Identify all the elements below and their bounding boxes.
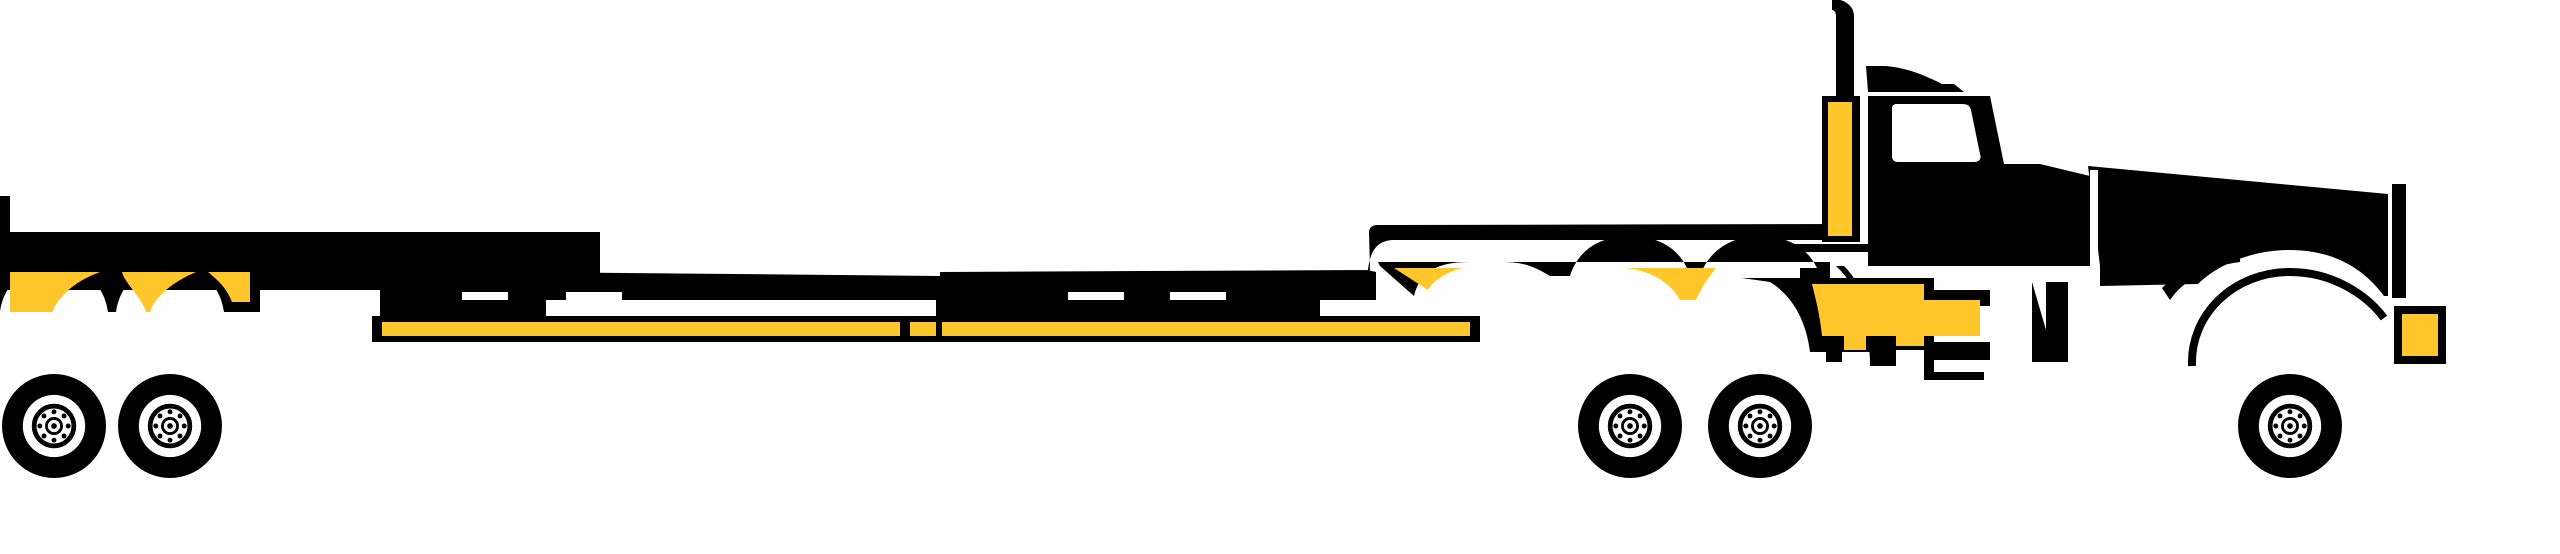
rear-gooseneck-slot-b	[566, 292, 622, 300]
front-gooseneck-slot-b	[1170, 292, 1226, 300]
rear-fender-fill-right	[208, 272, 250, 302]
trailer-well-deck	[372, 300, 1480, 342]
cab-window	[1892, 104, 1981, 162]
tractor-drive-wheel-1	[1578, 374, 1682, 478]
tractor	[1378, 0, 2446, 380]
drive-fender-frame	[1378, 236, 1830, 296]
trailer-rear-wheel-2	[118, 374, 222, 478]
front-fender	[2162, 252, 2240, 300]
tractor-steer-wheel	[2238, 374, 2342, 478]
wheels-layer	[2, 374, 2342, 478]
step-block-bevel	[2032, 282, 2046, 330]
exhaust-stack-fill	[1828, 102, 1852, 236]
well-deck-right-fill	[910, 322, 1470, 336]
fifth-wheel-plate	[1750, 244, 1868, 252]
front-bumper-fill	[2402, 314, 2438, 356]
drive-fender-fill	[1394, 268, 1462, 290]
drive-fender-fill-2	[1560, 268, 1716, 300]
trailer-rear-wheel-1	[2, 374, 106, 478]
chassis-bar-lower	[1924, 372, 1984, 380]
rear-gooseneck-slot-a	[462, 292, 508, 300]
rear-fender-fill-left	[10, 272, 100, 312]
rear-gooseneck	[380, 232, 940, 320]
hood	[2088, 166, 2388, 296]
front-gooseneck	[940, 224, 1860, 320]
rear-gooseneck-shape	[380, 232, 940, 320]
tractor-drive-wheel-2	[1708, 374, 1812, 478]
cab-body	[1866, 66, 1964, 92]
well-deck-joint	[936, 300, 942, 342]
steer-fender-arc	[2187, 267, 2388, 367]
tractor-chassis-fill	[1812, 284, 1980, 350]
bumper-post	[2392, 184, 2406, 298]
front-gooseneck-slot-a	[1068, 292, 1124, 300]
hood-gap	[2090, 170, 2098, 288]
well-deck-left-fill	[382, 322, 930, 336]
rear-fender-fill-mid	[122, 272, 196, 312]
fuel-tank-box	[1924, 290, 1984, 300]
